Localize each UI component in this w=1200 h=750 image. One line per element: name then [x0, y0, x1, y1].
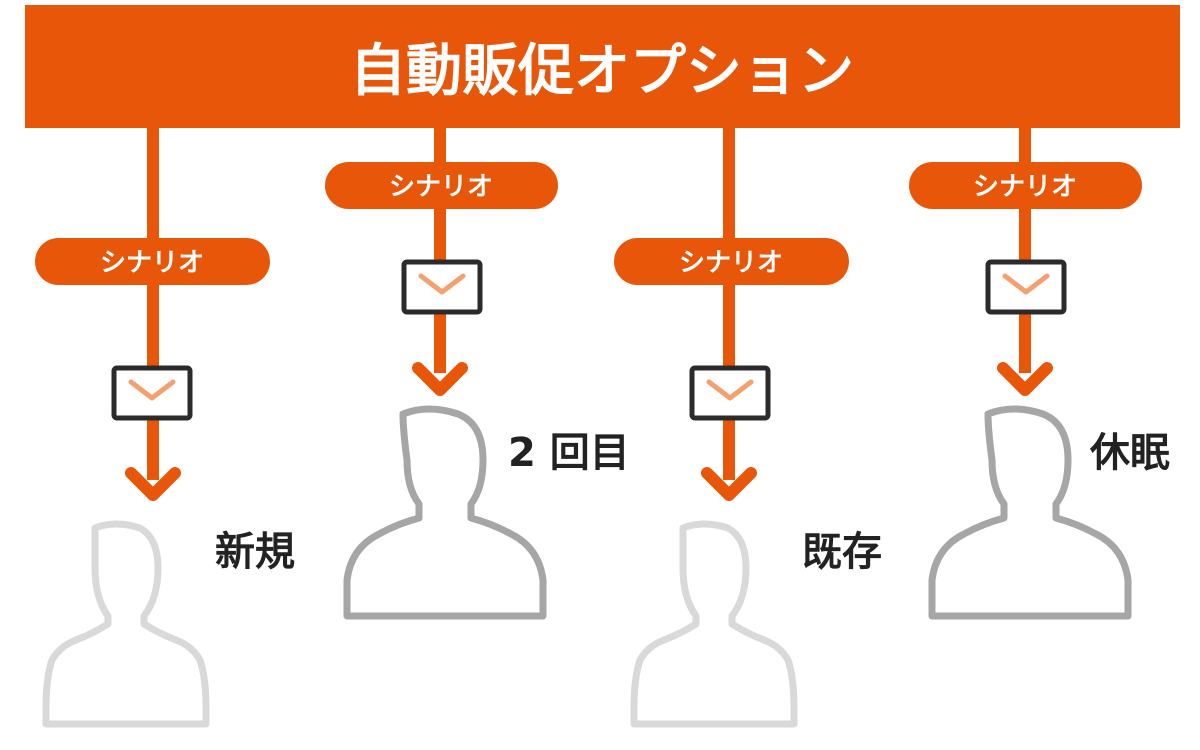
scenario-pill: [614, 238, 849, 285]
arrow-head-icon: [997, 362, 1053, 396]
scenario-pill-label: シナリオ: [100, 248, 204, 278]
person-silhouette-icon: [630, 520, 798, 728]
scenario-pill: [909, 162, 1142, 209]
scenario-pill-label: シナリオ: [389, 172, 493, 202]
banner-bar: [25, 5, 1180, 128]
envelope-icon: [111, 365, 193, 421]
person-silhouette-icon: [928, 405, 1132, 620]
segment-label: 既存: [802, 529, 882, 575]
envelope-icon: [689, 365, 771, 421]
scenario-existing: シナリオ 既存: [614, 128, 882, 728]
envelope-icon: [985, 259, 1067, 315]
scenario-pill: [325, 162, 558, 209]
scenario-pill-label: シナリオ: [973, 172, 1077, 202]
banner-title: 自動販促オプション: [350, 39, 854, 104]
flow-line: [723, 128, 735, 480]
person-silhouette-icon: [343, 405, 547, 620]
arrow-head-icon: [701, 467, 757, 501]
banner: 自動販促オプション: [25, 5, 1180, 128]
scenario-second: シナリオ 2 回目: [325, 128, 630, 620]
segment-label: 新規: [215, 529, 295, 575]
envelope-icon: [401, 259, 483, 315]
flow-line: [147, 128, 159, 480]
segment-label: 2 回目: [508, 430, 630, 476]
arrow-head-icon: [412, 362, 468, 396]
arrow-head-icon: [125, 467, 181, 501]
scenario-pill-label: シナリオ: [679, 248, 783, 278]
scenario-new: シナリオ 新規: [35, 128, 295, 728]
scenario-pill: [35, 238, 270, 285]
person-silhouette-icon: [42, 520, 210, 728]
segment-label: 休眠: [1089, 430, 1170, 476]
scenario-dormant: シナリオ 休眠: [909, 128, 1170, 620]
